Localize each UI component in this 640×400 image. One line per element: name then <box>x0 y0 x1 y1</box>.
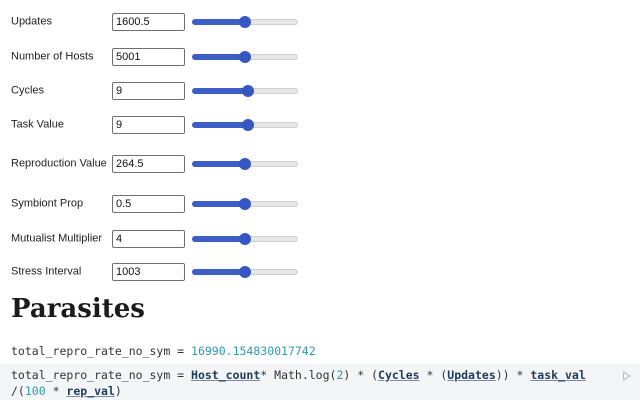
param-row-task-value: Task Value <box>0 108 320 142</box>
slider-thumb[interactable] <box>239 198 251 210</box>
param-slider-repro-value[interactable] <box>192 157 298 171</box>
slider-thumb[interactable] <box>239 51 251 63</box>
param-label-stress-interval: Stress Interval <box>11 265 82 278</box>
slider-fill <box>192 54 245 60</box>
slider-thumb[interactable] <box>239 233 251 245</box>
param-row-stress-interval: Stress Interval <box>0 255 320 289</box>
param-label-updates: Updates <box>11 15 52 28</box>
param-slider-cycles[interactable] <box>192 84 298 98</box>
param-input-cycles[interactable] <box>112 82 185 100</box>
slider-fill <box>192 161 245 167</box>
code-var-updates[interactable]: Updates <box>447 368 496 382</box>
param-slider-stress-interval[interactable] <box>192 265 298 279</box>
param-slider-task-value[interactable] <box>192 118 298 132</box>
slider-thumb[interactable] <box>242 85 255 97</box>
param-row-repro-value: Reproduction Value <box>0 147 320 181</box>
output-equals: = <box>170 344 192 358</box>
code-var-host-count[interactable]: Host_count <box>191 368 261 382</box>
param-input-repro-value[interactable] <box>112 155 185 173</box>
code-var-rep-val[interactable]: rep_val <box>66 384 115 398</box>
param-label-repro-value: Reproduction Value <box>11 157 107 170</box>
code-text[interactable]: total_repro_rate_no_sym = Host_count* Ma… <box>11 367 600 399</box>
code-op: /( <box>11 384 25 398</box>
code-var-task-val[interactable]: task_val <box>530 368 586 382</box>
param-row-symbiont-prop: Symbiont Prop <box>0 187 320 221</box>
param-row-cycles: Cycles <box>0 74 320 108</box>
param-row-mutualist-multiplier: Mutualist Multiplier <box>0 222 320 256</box>
param-label-cycles: Cycles <box>11 84 45 97</box>
code-num: 2 <box>336 368 344 382</box>
slider-thumb[interactable] <box>239 158 251 170</box>
param-input-stress-interval[interactable] <box>112 263 185 281</box>
code-op: * ( <box>419 368 448 382</box>
slider-thumb[interactable] <box>239 266 251 278</box>
output-line: total_repro_rate_no_sym = 16990.15483001… <box>11 344 316 358</box>
slider-fill <box>192 88 249 94</box>
section-title: Parasites <box>11 294 145 324</box>
param-label-mutualist-multiplier: Mutualist Multiplier <box>11 232 103 245</box>
slider-thumb[interactable] <box>239 16 251 28</box>
code-op: = <box>170 368 192 382</box>
slider-fill <box>192 201 245 207</box>
code-op: * <box>45 384 67 398</box>
slider-fill <box>192 269 245 275</box>
param-label-hosts: Number of Hosts <box>11 50 94 63</box>
param-slider-updates[interactable] <box>192 15 298 29</box>
code-fn-math-log: Math.log <box>274 368 330 382</box>
output-value: 16990.154830017742 <box>191 344 316 358</box>
output-name: total_repro_rate_no_sym <box>11 344 171 358</box>
param-input-updates[interactable] <box>112 13 185 31</box>
param-label-task-value: Task Value <box>11 118 64 131</box>
param-row-hosts: Number of Hosts <box>0 40 320 74</box>
code-op: * <box>260 368 275 382</box>
slider-fill <box>192 122 249 128</box>
param-input-task-value[interactable] <box>112 116 185 134</box>
param-input-hosts[interactable] <box>112 48 185 66</box>
param-slider-hosts[interactable] <box>192 50 298 64</box>
param-slider-symbiont-prop[interactable] <box>192 197 298 211</box>
code-op: ) * ( <box>343 368 379 382</box>
slider-fill <box>192 19 245 25</box>
param-slider-mutualist-multiplier[interactable] <box>192 232 298 246</box>
code-num: 100 <box>24 384 46 398</box>
param-label-symbiont-prop: Symbiont Prop <box>11 197 84 210</box>
code-lhs: total_repro_rate_no_sym <box>11 368 171 382</box>
param-input-symbiont-prop[interactable] <box>112 195 185 213</box>
param-input-mutualist-multiplier[interactable] <box>112 230 185 248</box>
param-row-updates: Updates <box>0 5 320 39</box>
code-op: ) <box>114 384 122 398</box>
slider-thumb[interactable] <box>242 119 255 131</box>
slider-fill <box>192 236 245 242</box>
code-var-cycles[interactable]: Cycles <box>378 368 420 382</box>
code-op: )) * <box>495 368 531 382</box>
run-cell-icon[interactable] <box>623 371 631 381</box>
code-cell[interactable]: total_repro_rate_no_sym = Host_count* Ma… <box>0 364 640 400</box>
code-op: ( <box>329 368 337 382</box>
